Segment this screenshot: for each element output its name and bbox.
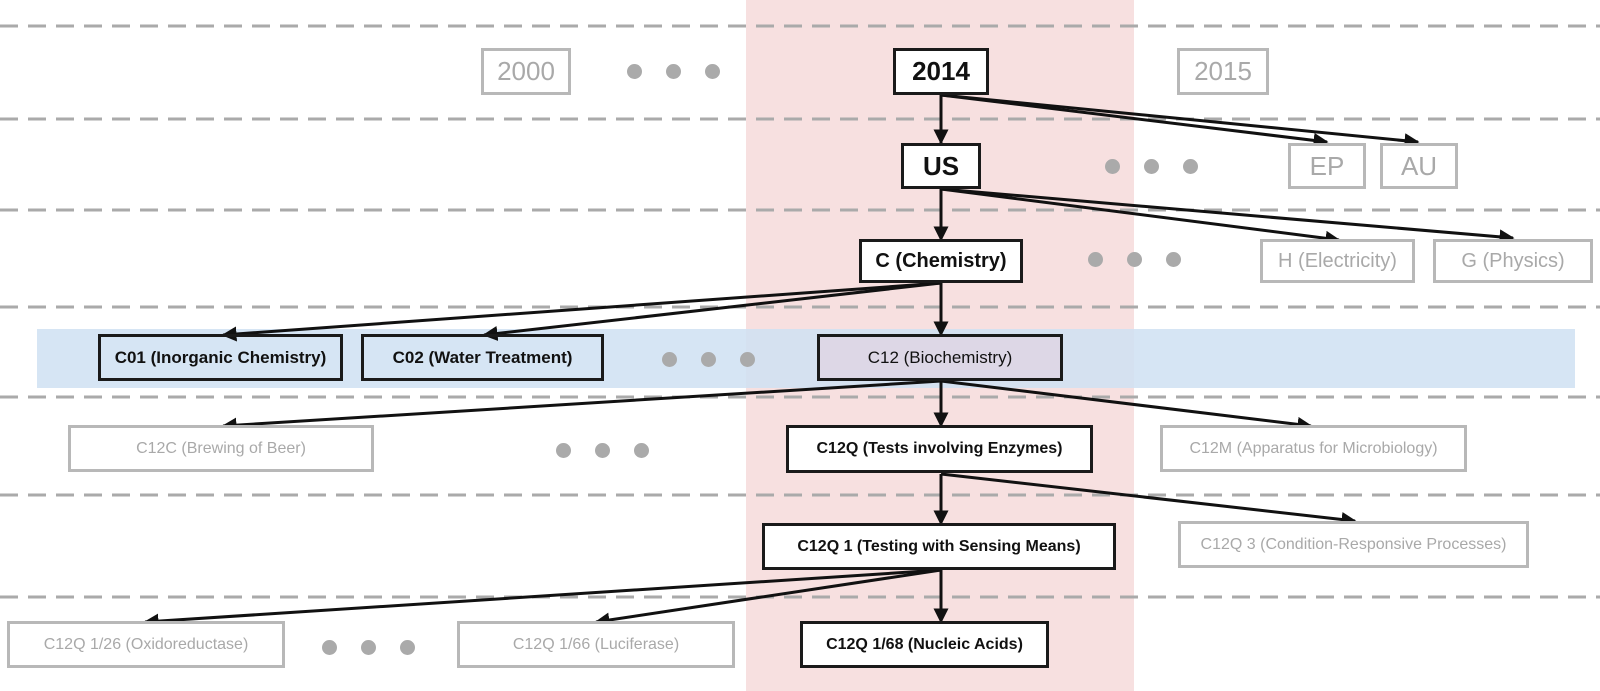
ellipsis-sections <box>1088 252 1181 267</box>
ellipsis-dot <box>1105 159 1120 174</box>
arrow-c-to-c02 <box>484 283 941 335</box>
ellipsis-dot <box>595 443 610 458</box>
subclass-c12c-node[interactable]: C12C (Brewing of Beer) <box>68 425 374 472</box>
ellipsis-dot <box>322 640 337 655</box>
country-au-node[interactable]: AU <box>1380 143 1458 189</box>
class-c12-node[interactable]: C12 (Biochemistry) <box>817 334 1063 381</box>
ellipsis-dot <box>666 64 681 79</box>
ellipsis-subgroups <box>322 640 415 655</box>
ellipsis-dot <box>1183 159 1198 174</box>
ellipsis-dot <box>705 64 720 79</box>
ellipsis-dot <box>1127 252 1142 267</box>
class-c01-node[interactable]: C01 (Inorganic Chemistry) <box>98 334 343 381</box>
arrow-c12q1-to-1-66 <box>596 570 941 622</box>
ellipsis-dot <box>556 443 571 458</box>
ellipsis-dot <box>701 352 716 367</box>
ellipsis-dot <box>361 640 376 655</box>
group-c12q1-node[interactable]: C12Q 1 (Testing with Sensing Means) <box>762 523 1116 570</box>
arrow-c12q-to-c12q3 <box>941 474 1355 521</box>
subclass-c12q-node[interactable]: C12Q (Tests involving Enzymes) <box>786 425 1093 473</box>
ellipsis-dot <box>1088 252 1103 267</box>
arrow-c12-to-c12m <box>941 381 1311 426</box>
country-ep-node[interactable]: EP <box>1288 143 1366 189</box>
ellipsis-classes <box>662 352 755 367</box>
arrow-c-to-c01 <box>223 283 941 335</box>
subgroup-1-26-node[interactable]: C12Q 1/26 (Oxidoreductase) <box>7 621 285 668</box>
ellipsis-dot <box>740 352 755 367</box>
group-c12q3-node[interactable]: C12Q 3 (Condition-Responsive Processes) <box>1178 521 1529 568</box>
subgroup-1-66-node[interactable]: C12Q 1/66 (Luciferase) <box>457 621 735 668</box>
arrow-2014-to-au <box>941 95 1418 142</box>
country-us-node[interactable]: US <box>901 143 981 189</box>
class-c02-node[interactable]: C02 (Water Treatment) <box>361 334 604 381</box>
section-h-node[interactable]: H (Electricity) <box>1260 239 1415 283</box>
arrow-us-to-h <box>941 189 1339 240</box>
section-g-node[interactable]: G (Physics) <box>1433 239 1593 283</box>
section-c-node[interactable]: C (Chemistry) <box>859 239 1023 283</box>
year-2015-node[interactable]: 2015 <box>1177 48 1269 95</box>
year-2014-node[interactable]: 2014 <box>893 48 989 95</box>
ellipsis-dot <box>662 352 677 367</box>
arrow-us-to-g <box>941 189 1513 238</box>
ellipsis-dot <box>634 443 649 458</box>
ellipsis-subclasses <box>556 443 649 458</box>
arrow-c12q1-to-1-26 <box>145 570 941 622</box>
subgroup-1-68-node[interactable]: C12Q 1/68 (Nucleic Acids) <box>800 621 1049 668</box>
year-2000-node[interactable]: 2000 <box>481 48 571 95</box>
ellipsis-years <box>627 64 720 79</box>
ellipsis-countries <box>1105 159 1198 174</box>
subclass-c12m-node[interactable]: C12M (Apparatus for Microbiology) <box>1160 425 1467 472</box>
ellipsis-dot <box>627 64 642 79</box>
ellipsis-dot <box>400 640 415 655</box>
ellipsis-dot <box>1166 252 1181 267</box>
arrow-c12-to-c12c <box>223 381 941 426</box>
ellipsis-dot <box>1144 159 1159 174</box>
